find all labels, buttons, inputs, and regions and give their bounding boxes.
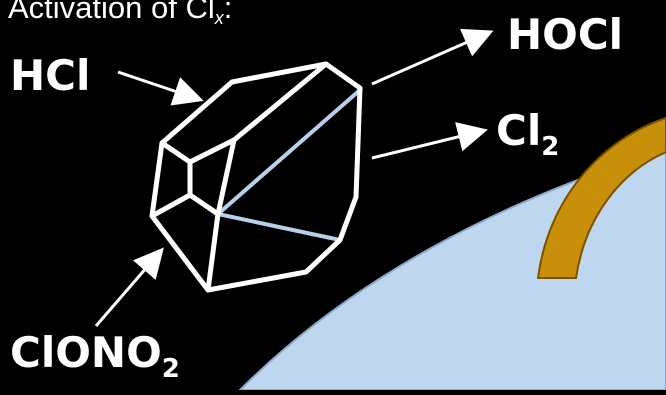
label-hcl: HCl (10, 55, 90, 97)
title-suffix: : (224, 0, 233, 25)
label-hocl: HOCl (507, 14, 623, 56)
title: Activation of Clx: (8, 0, 232, 38)
crystal (152, 64, 360, 290)
label-cl2-base: Cl (496, 106, 541, 155)
title-subscript: x (215, 8, 224, 28)
arrow-hcl (118, 72, 198, 99)
label-clono2-subscript: 2 (162, 354, 180, 384)
label-cl2-subscript: 2 (541, 132, 559, 162)
title-prefix: Activation of Cl (8, 0, 215, 25)
crystal-inner-edges (152, 90, 360, 240)
label-clono2-base: ClONO (10, 328, 162, 377)
arrow-cl2 (372, 131, 482, 158)
label-clono2: ClONO2 (10, 332, 180, 382)
label-cl2: Cl2 (496, 110, 559, 160)
arrow-clono2 (96, 252, 160, 326)
crystal-outline (152, 64, 360, 290)
arrow-hocl (372, 33, 488, 84)
